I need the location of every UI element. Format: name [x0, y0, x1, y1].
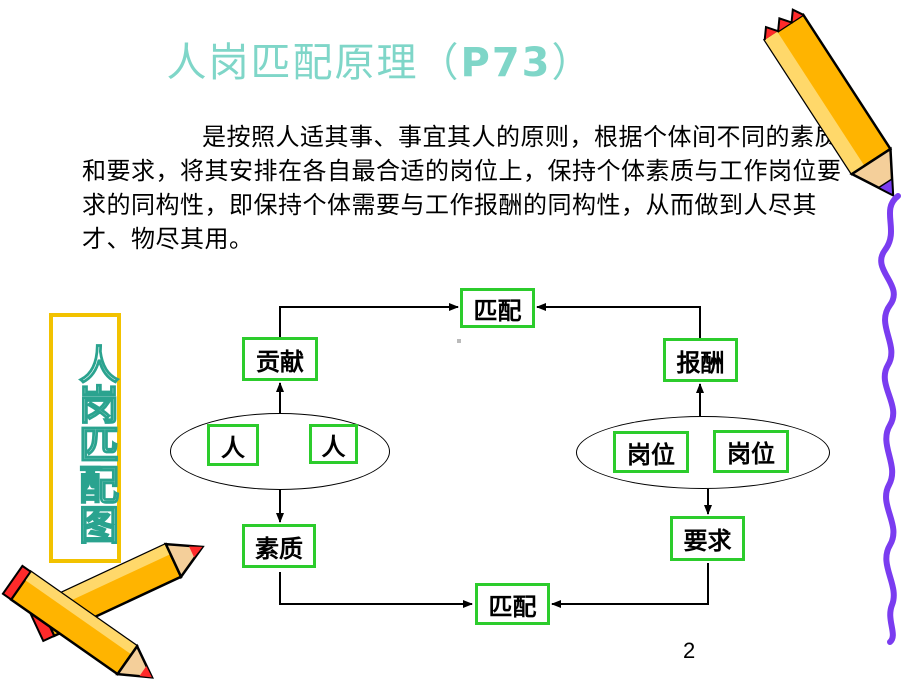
purple-squiggle-line — [878, 193, 901, 645]
post-box-2: 岗位 — [713, 430, 789, 473]
connector-contribution-to-match — [279, 303, 459, 337]
crossed-pencils-icon — [1, 542, 205, 679]
page-title: 人岗匹配原理（P73） — [0, 30, 760, 88]
page-number: 2 — [683, 638, 696, 663]
person-box-2: 人 — [309, 424, 358, 464]
quality-box: 素质 — [242, 524, 316, 568]
side-label-frame: 人岗匹配图 — [49, 313, 121, 563]
title-close: ） — [551, 40, 594, 86]
side-label-text: 人岗匹配图 — [71, 343, 119, 545]
connector-reward-to-match — [536, 303, 701, 338]
title-text: 人岗匹配原理（ — [166, 40, 461, 86]
contribution-box: 贡献 — [242, 337, 318, 381]
connector-requirement-to-match — [551, 563, 709, 608]
match-bottom-box: 匹配 — [475, 583, 550, 625]
person-group-ellipse — [170, 413, 390, 490]
pencil-icon — [762, 8, 895, 198]
title-page-ref: P73 — [460, 40, 552, 86]
connector-quality-to-match — [279, 572, 473, 608]
requirement-box: 要求 — [670, 516, 745, 561]
person-box-1: 人 — [207, 424, 259, 466]
match-top-box: 匹配 — [460, 288, 535, 328]
reward-box: 报酬 — [663, 338, 738, 382]
description-paragraph: 是按照人适其事、事宜其人的原则，根据个体间不同的素质和要求，将其安排在各自最合适… — [82, 123, 842, 253]
post-group-ellipse — [576, 416, 830, 489]
post-box-1: 岗位 — [613, 431, 689, 473]
